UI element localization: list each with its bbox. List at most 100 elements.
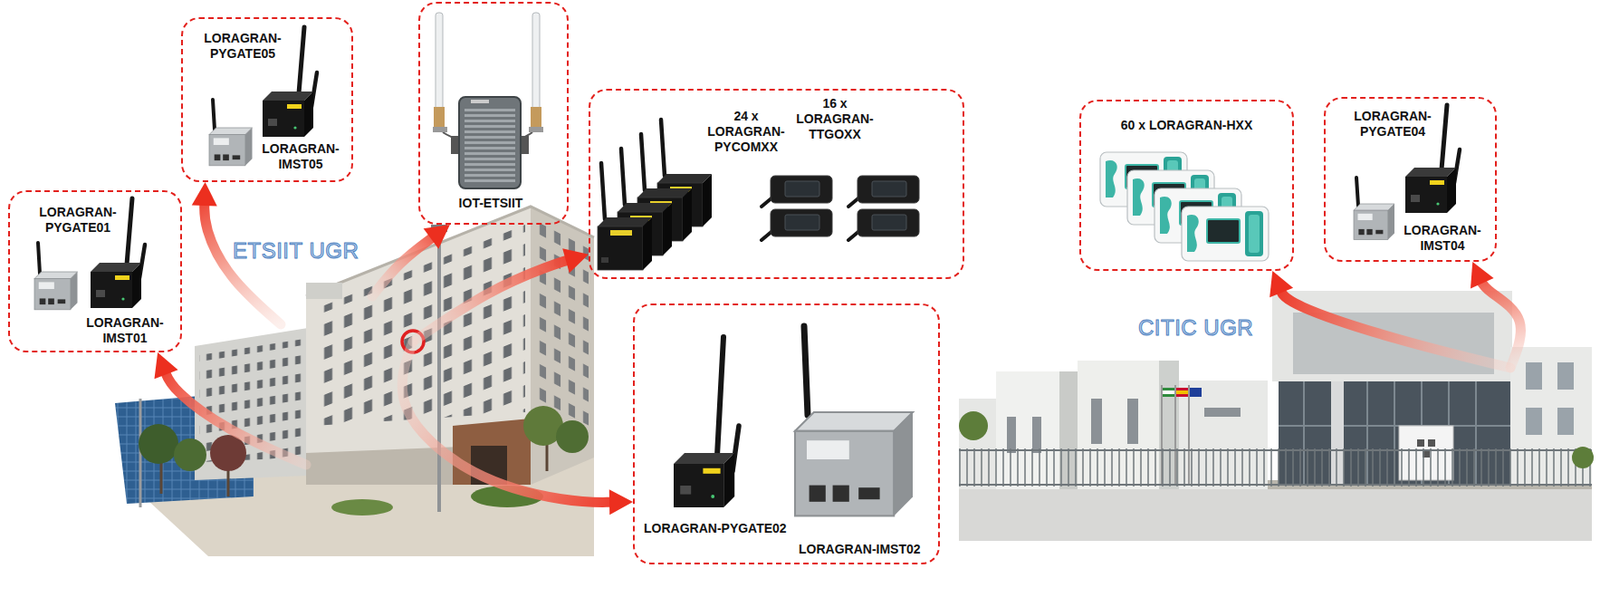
citic-building-photo [1091, 398, 1102, 444]
device-label: LORAGRAN-PYGATE01 [34, 204, 122, 236]
gateway-pair-04 [1356, 177, 1359, 206]
gateway-pair-01 [34, 198, 145, 310]
etsiit-building-photo [555, 420, 589, 453]
connector-line [372, 235, 435, 297]
citic-building-photo [958, 448, 1592, 487]
device-group-box: LORAGRAN-PYGATE05LORAGRAN-IMST05 [181, 17, 354, 183]
pycom-nodes [641, 134, 645, 191]
gateway-pair-01 [34, 271, 78, 310]
device-label: LORAGRAN-IMST05 [257, 141, 345, 173]
citic-building-photo [1162, 387, 1175, 397]
arrowhead [609, 488, 633, 515]
citic-building-photo [1525, 362, 1543, 390]
citic-building-photo [958, 449, 1592, 451]
ttgo-boards [761, 175, 920, 240]
connector-line [1480, 278, 1522, 368]
device-label: 24 x LORAGRAN-PYCOMXX [704, 108, 788, 155]
outdoor-gateway [470, 99, 489, 104]
sensor-cards [1100, 152, 1269, 261]
gateway-pair-01 [90, 262, 142, 308]
pycom-nodes [601, 162, 605, 220]
connector-arrow [412, 248, 589, 342]
outdoor-gateway [528, 126, 544, 133]
etsiit-building-photo [306, 282, 343, 299]
outdoor-gateway [433, 106, 445, 127]
connector-arrow [402, 341, 633, 515]
citic-building-photo [1204, 407, 1241, 417]
outdoor-gateway [530, 106, 542, 127]
device-label: LORAGRAN-PYGATE04 [1349, 108, 1437, 140]
gateway-pair-02 [673, 325, 913, 516]
citic-building-photo [1557, 362, 1574, 390]
arrowhead [1269, 270, 1294, 298]
device-label: LORAGRAN-IMST04 [1398, 222, 1486, 254]
connector-line [164, 370, 307, 465]
citic-building-photo [1557, 407, 1574, 435]
outdoor-gateway [432, 12, 544, 189]
building-region: ETSIIT UGR [194, 228, 595, 556]
outdoor-gateway [459, 96, 521, 189]
etsiit-building-photo [452, 418, 531, 485]
citic-building-photo [958, 290, 1594, 541]
device-group-box: LORAGRAN-PYGATE02LORAGRAN-IMST02 [632, 303, 940, 565]
citic-building-photo [1162, 390, 1175, 394]
device-label: LORAGRAN-IMST02 [798, 541, 933, 557]
device-label: LORAGRAN-PYGATE02 [643, 520, 804, 537]
etsiit-building-photo [138, 423, 179, 464]
citic-building-photo [1127, 398, 1139, 444]
gateway-pair-05 [212, 99, 215, 130]
citic-building-photo [1032, 416, 1042, 453]
connector-arrow [372, 224, 451, 297]
etsiit-building-photo [536, 220, 589, 426]
connector-arrow [1470, 261, 1522, 368]
gateway-pair-02 [673, 452, 735, 508]
device-label: 60 x LORAGRAN-HXX [1086, 117, 1287, 134]
citic-building-photo [1176, 387, 1189, 397]
outdoor-gateway [520, 135, 529, 154]
connector-line [402, 341, 614, 502]
pycom-nodes [661, 119, 665, 176]
connector-arrow [153, 352, 307, 465]
ttgo-boards [857, 175, 920, 203]
citic-building-photo [1006, 416, 1016, 453]
pycom-nodes [597, 217, 652, 270]
citic-building-photo [1525, 407, 1543, 435]
building-label: ETSIIT UGR [232, 238, 414, 264]
arrowhead [423, 224, 451, 250]
device-label: IOT-ETSIIT [420, 195, 562, 211]
connector-line [1279, 287, 1511, 368]
gateway-pair-04 [1353, 203, 1395, 240]
gateway-pair-04 [1405, 167, 1457, 213]
arrowhead [1470, 261, 1495, 288]
citic-building-photo [1189, 387, 1202, 397]
device-group-box: IOT-ETSIIT [418, 1, 569, 225]
outdoor-gateway [432, 126, 448, 133]
citic-building-photo [1278, 424, 1513, 427]
building-label: CITIC UGR [1138, 315, 1320, 341]
citic-building-photo [1293, 312, 1495, 374]
gateway-pair-05 [298, 27, 305, 94]
pycom-nodes [597, 119, 712, 270]
gateway-pair-02 [804, 325, 808, 415]
device-label: 16 x LORAGRAN-TTGOXX [787, 95, 882, 143]
ttgo-boards [770, 209, 833, 237]
citic-building-photo [1417, 439, 1425, 447]
outdoor-gateway [464, 105, 516, 183]
device-label: LORAGRAN-PYGATE05 [199, 30, 287, 62]
gateway-pair-04 [1441, 105, 1447, 170]
outdoor-gateway [532, 12, 540, 124]
citic-building-photo [1176, 390, 1189, 394]
gateway-pair-01 [126, 198, 133, 265]
gateway-pair-02 [795, 411, 913, 516]
device-label: LORAGRAN-IMST01 [81, 315, 169, 346]
device-group-box: LORAGRAN-PYGATE01LORAGRAN-IMST01 [8, 190, 183, 353]
citic-building-photo [958, 484, 1592, 541]
building-region: CITIC UGR [958, 290, 1592, 541]
device-group-box: 60 x LORAGRAN-HXX [1079, 99, 1294, 271]
connector-line [412, 258, 571, 342]
outdoor-gateway [435, 12, 443, 124]
pycom-nodes [621, 148, 625, 205]
arrowhead [191, 182, 218, 206]
